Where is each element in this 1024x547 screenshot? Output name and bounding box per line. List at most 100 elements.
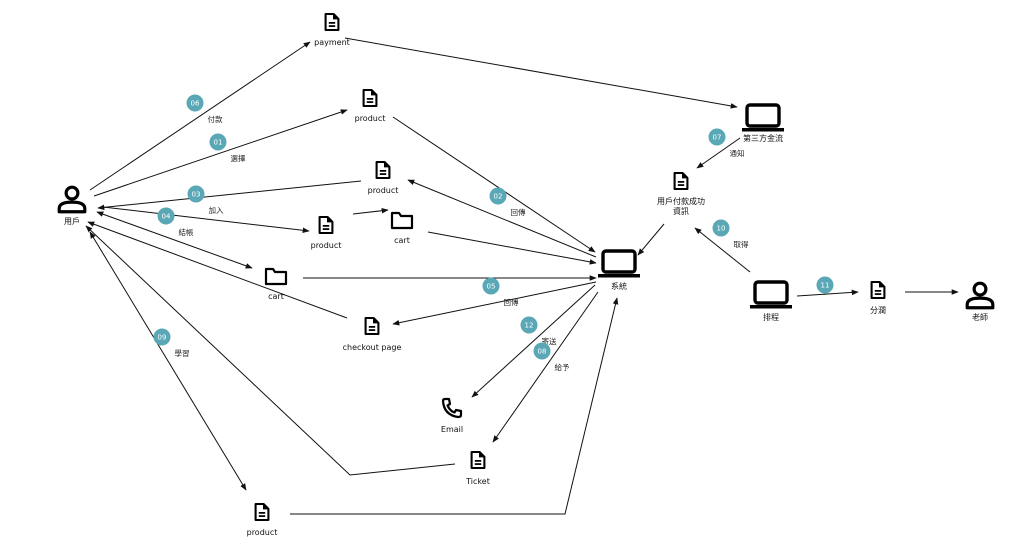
step-10: 10 取得 [712, 219, 749, 249]
step-05: 05 回傳 [482, 277, 519, 307]
step-badge [520, 316, 538, 334]
step-badge [157, 207, 175, 225]
step-label: 寄送 [542, 336, 557, 346]
node-product3[interactable]: product [311, 215, 342, 250]
edge-arrow [89, 231, 247, 491]
step-label: 回傳 [504, 297, 519, 307]
step-11: 11 [816, 276, 834, 294]
document-icon [673, 171, 689, 191]
document-icon [470, 450, 486, 470]
step-number: 04 [162, 213, 171, 221]
node-label: product [247, 528, 278, 537]
step-badge [187, 185, 205, 203]
node-label: 第三方金流 [743, 133, 783, 143]
node-label: 用戶付款成功 [657, 196, 705, 206]
node-label: 老師 [972, 312, 988, 322]
person-icon [965, 281, 995, 310]
step-label: 學習 [175, 348, 190, 358]
step-08: 08 給予 [533, 342, 570, 372]
edge-arrow [392, 116, 596, 253]
node-label: cart [394, 236, 410, 245]
node-system[interactable]: 系統 [597, 249, 641, 291]
laptop-icon [749, 280, 793, 310]
node-product2[interactable]: product [368, 160, 399, 195]
step-label: 取得 [734, 239, 749, 249]
node-user[interactable]: 用戶 [57, 185, 87, 226]
node-cart1[interactable]: cart [390, 211, 414, 245]
node-cart2[interactable]: cart [264, 267, 288, 301]
step-number: 03 [192, 191, 201, 199]
laptop-icon [741, 103, 785, 133]
edge-arrow [89, 41, 311, 191]
node-label: Email [441, 425, 463, 434]
step-number: 09 [158, 334, 167, 342]
step-number: 07 [713, 134, 722, 142]
step-badge [708, 128, 726, 146]
edge-arrow [97, 180, 362, 211]
edge-arrow [471, 284, 596, 398]
node-label: checkout page [343, 343, 402, 352]
node-product1[interactable]: product [355, 88, 386, 123]
person-icon [57, 185, 87, 214]
nodes: 用戶 payment product product product cart cart ch… [57, 12, 995, 537]
step-label: 回傳 [511, 207, 526, 217]
step-number: 01 [214, 139, 223, 147]
step-number: 02 [494, 193, 503, 201]
node-label: 分潤 [870, 305, 886, 315]
folder-icon [264, 267, 288, 286]
document-icon [324, 12, 340, 32]
step-09: 09 學習 [153, 328, 190, 358]
step-label: 給予 [555, 362, 570, 372]
edge-arrow [344, 37, 738, 109]
step-number: 05 [487, 283, 496, 291]
step-badge [153, 328, 171, 346]
node-ticket[interactable]: Ticket [465, 450, 490, 486]
node-teacher[interactable]: 老師 [965, 281, 995, 322]
node-schedule[interactable]: 排程 [749, 280, 793, 322]
node-label: 系統 [611, 281, 627, 291]
edges [85, 37, 959, 515]
step-label: 結帳 [179, 227, 194, 237]
document-icon [318, 215, 334, 235]
node-product4[interactable]: product [247, 502, 278, 537]
document-icon [254, 502, 270, 522]
document-icon [364, 316, 380, 336]
edge-arrow [427, 231, 597, 265]
node-payment[interactable]: payment [314, 12, 350, 47]
step-number: 12 [525, 322, 534, 330]
step-number: 08 [538, 348, 547, 356]
node-label: Ticket [465, 477, 490, 486]
edge-arrow [87, 221, 348, 319]
node-label-line2: 資訊 [673, 206, 689, 216]
document-icon [870, 280, 886, 300]
node-label: payment [314, 38, 350, 47]
edge-arrow [694, 227, 751, 273]
node-checkout[interactable]: checkout page [343, 316, 402, 352]
step-03: 03 加入 [187, 185, 224, 215]
document-icon [362, 88, 378, 108]
edge-arrow [796, 289, 859, 297]
step-badge [209, 133, 227, 151]
phone-icon [441, 397, 463, 419]
node-label: 排程 [763, 312, 779, 322]
node-thirdparty[interactable]: 第三方金流 [741, 103, 785, 143]
step-badge [533, 342, 551, 360]
step-badge [712, 219, 730, 237]
node-email[interactable]: Email [441, 397, 463, 434]
node-share[interactable]: 分潤 [870, 280, 886, 315]
document-icon [375, 160, 391, 180]
step-04: 04 結帳 [157, 207, 194, 237]
edge-arrow [93, 109, 348, 197]
step-number: 11 [821, 282, 830, 290]
node-label: product [355, 114, 386, 123]
step-number: 10 [717, 225, 726, 233]
edge-arrow [290, 297, 619, 515]
step-label: 加入 [209, 205, 224, 215]
step-badge [186, 94, 204, 112]
